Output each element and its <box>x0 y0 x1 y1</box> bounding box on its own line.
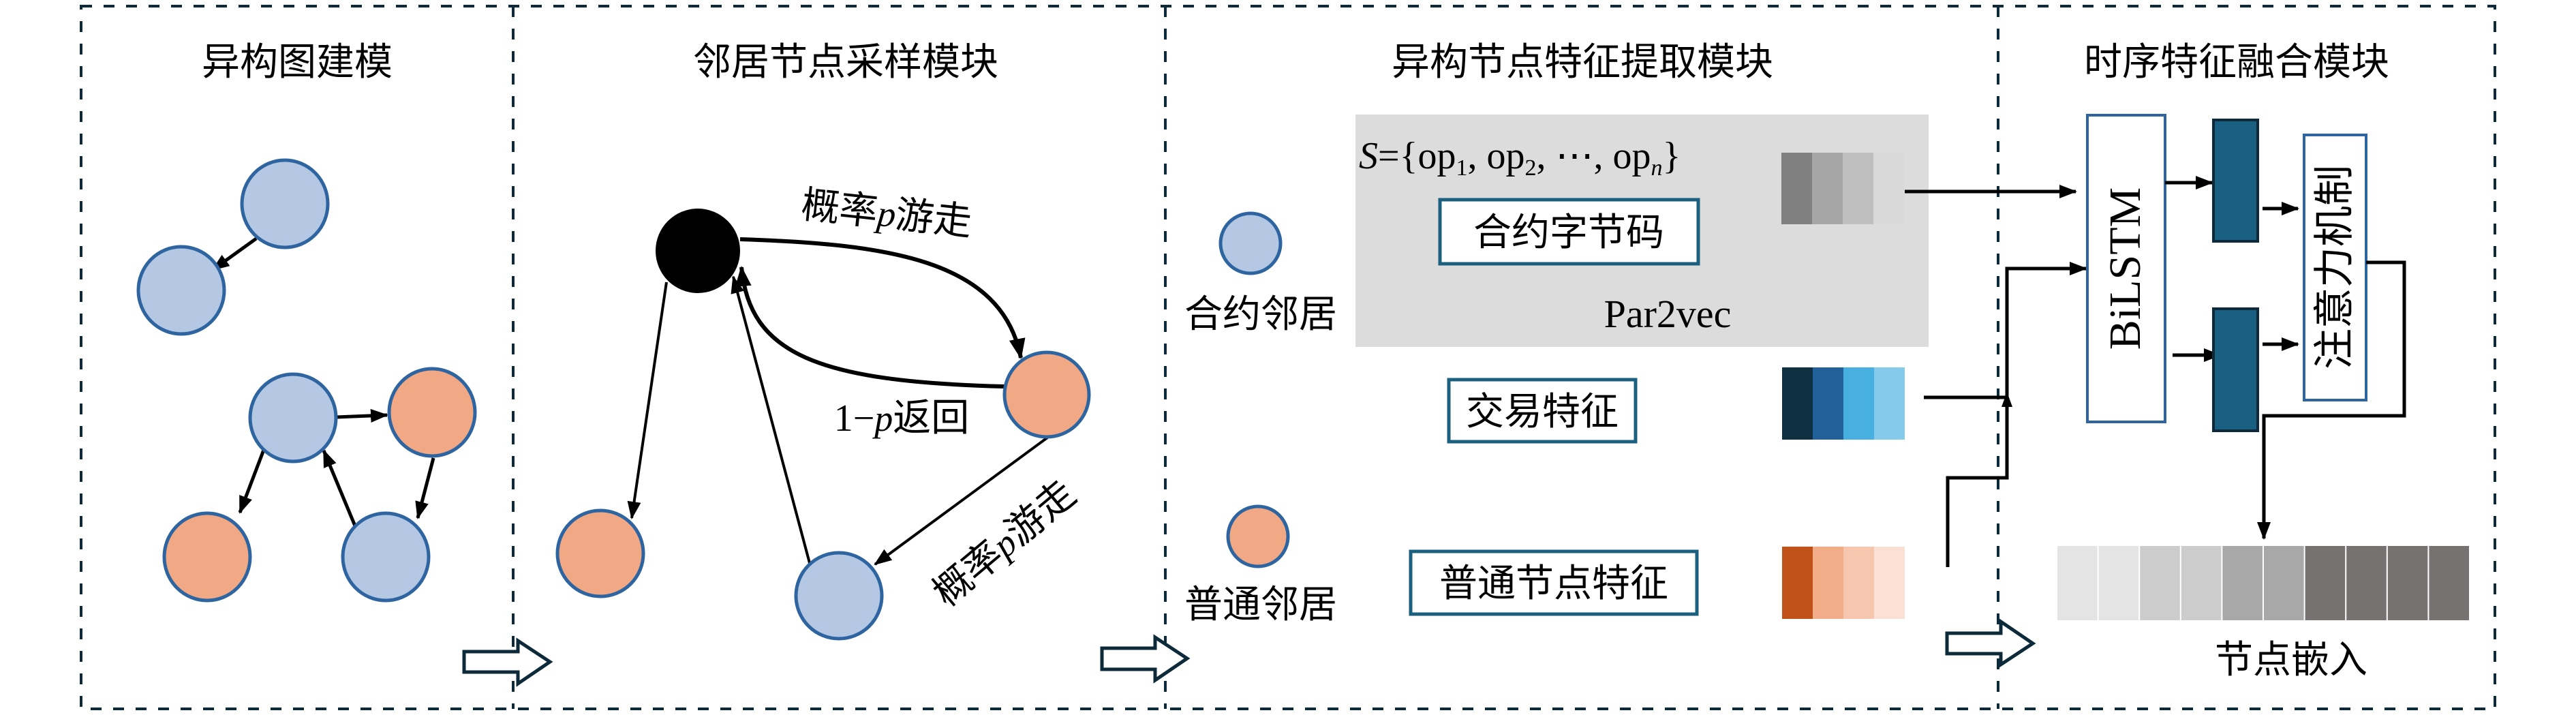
embedding-cell <box>2387 546 2428 620</box>
vector-cell <box>1813 367 1843 440</box>
target-node <box>656 209 740 293</box>
bilstm-label: BiLSTM <box>2100 187 2150 350</box>
merge-arrowhead-icon <box>2002 392 2012 407</box>
embedding-cell <box>2181 546 2222 620</box>
panel-title-feature-extraction: 异构节点特征提取模块 <box>1392 40 1773 85</box>
embedding-cell <box>2140 546 2180 620</box>
attention-box <box>2303 134 2367 401</box>
heterogeneous-graph <box>136 158 477 603</box>
backward-hidden-state <box>2212 307 2259 432</box>
vector-cell <box>1843 153 1873 224</box>
embedding-cell <box>2346 546 2387 620</box>
graph-edge <box>238 449 266 514</box>
vector-cell <box>1843 367 1874 440</box>
sample-edge <box>731 275 811 564</box>
feature-extraction-module: 合约邻居 普通邻居 S={op1, op2, ⋯, opn} 合约字节码 Par… <box>1184 115 2087 627</box>
panel-title-neighbor-sampling: 邻居节点采样模块 <box>693 40 998 85</box>
walk-probability-label-2: 概率p游走 <box>925 472 1084 615</box>
bytecode-box <box>1438 198 1700 266</box>
par2vec-label: Par2vec <box>1604 292 1732 336</box>
flow-arrow-icon <box>462 637 553 687</box>
forward-hidden-state <box>2212 119 2259 243</box>
normal-feature-label: 普通节点特征 <box>1439 562 1668 606</box>
sample-edge <box>627 282 668 519</box>
normal-node <box>387 367 477 458</box>
random-walk-graph: 概率p游走 1−p返回 概率p游走 <box>555 183 1091 641</box>
contract-node <box>248 372 338 463</box>
embedding-cell <box>2057 546 2098 620</box>
normal-node <box>162 511 252 603</box>
attention-output-connector <box>2257 260 2406 540</box>
graph-edge <box>415 457 435 519</box>
embedding-cell <box>2264 546 2304 620</box>
normal-neighbor-icon <box>1226 504 1290 568</box>
vector-cell <box>1874 547 1905 619</box>
normal-neighbor-label: 普通邻居 <box>1184 583 1337 627</box>
opcode-set-formula: S={op1, op2, ⋯, opn} <box>1359 135 1681 181</box>
contract-neighbor-label: 合约邻居 <box>1184 292 1337 337</box>
flow-arrow-icon <box>1100 634 1191 684</box>
vector-cell <box>1781 153 1812 224</box>
vector-cell <box>1813 547 1843 619</box>
walk-edge <box>874 436 1049 566</box>
contract-node <box>794 551 884 641</box>
transaction-feature-box <box>1447 378 1638 444</box>
transaction-feature-label: 交易特征 <box>1466 390 1619 434</box>
contract-node <box>136 245 226 336</box>
graph-edge <box>322 449 358 528</box>
embedding-cell <box>2429 546 2469 620</box>
panel-title-graph-modeling: 异构图建模 <box>202 40 393 85</box>
graph-edge <box>335 408 388 423</box>
normal-feature-box <box>1409 549 1699 616</box>
node-embedding-label: 节点嵌入 <box>2215 638 2367 682</box>
contract-node <box>240 158 330 249</box>
graph-edge <box>211 237 258 272</box>
bilstm-box <box>2086 114 2166 423</box>
normal-node <box>555 508 645 598</box>
normal-node <box>1002 350 1091 439</box>
temporal-fusion-module: BiLSTM 注意力机制 节点嵌入 <box>2057 114 2469 682</box>
transaction-vector <box>1782 367 1905 440</box>
embedding-cell <box>2098 546 2139 620</box>
vector-cell <box>1873 153 1904 224</box>
vector-cell <box>1874 367 1905 440</box>
vector-cell <box>1782 547 1813 619</box>
normal-connector <box>1946 262 2087 567</box>
bytecode-vector <box>1781 153 1904 224</box>
contract-neighbor-icon <box>1218 211 1283 275</box>
return-probability-label: 1−p返回 <box>834 396 970 440</box>
vector-cell <box>1782 367 1813 440</box>
contract-node <box>341 511 431 603</box>
return-edge <box>735 266 1005 389</box>
vector-cell <box>1812 153 1843 224</box>
embedding-cell <box>2222 546 2263 620</box>
attention-label: 注意力机制 <box>2311 165 2359 369</box>
node-embedding-vector <box>2057 546 2469 620</box>
walk-edge <box>739 237 1026 359</box>
walk-probability-label: 概率p游走 <box>799 183 974 245</box>
bytecode-label: 合约字节码 <box>1473 211 1664 255</box>
outer-frame <box>80 5 2496 710</box>
embedding-cell <box>2305 546 2346 620</box>
normal-vector <box>1782 547 1905 619</box>
vector-cell <box>1843 547 1874 619</box>
flow-arrow-icon <box>1945 618 2036 668</box>
panel-title-temporal-fusion: 时序特征融合模块 <box>2084 40 2389 85</box>
panel-borders <box>80 5 2496 710</box>
